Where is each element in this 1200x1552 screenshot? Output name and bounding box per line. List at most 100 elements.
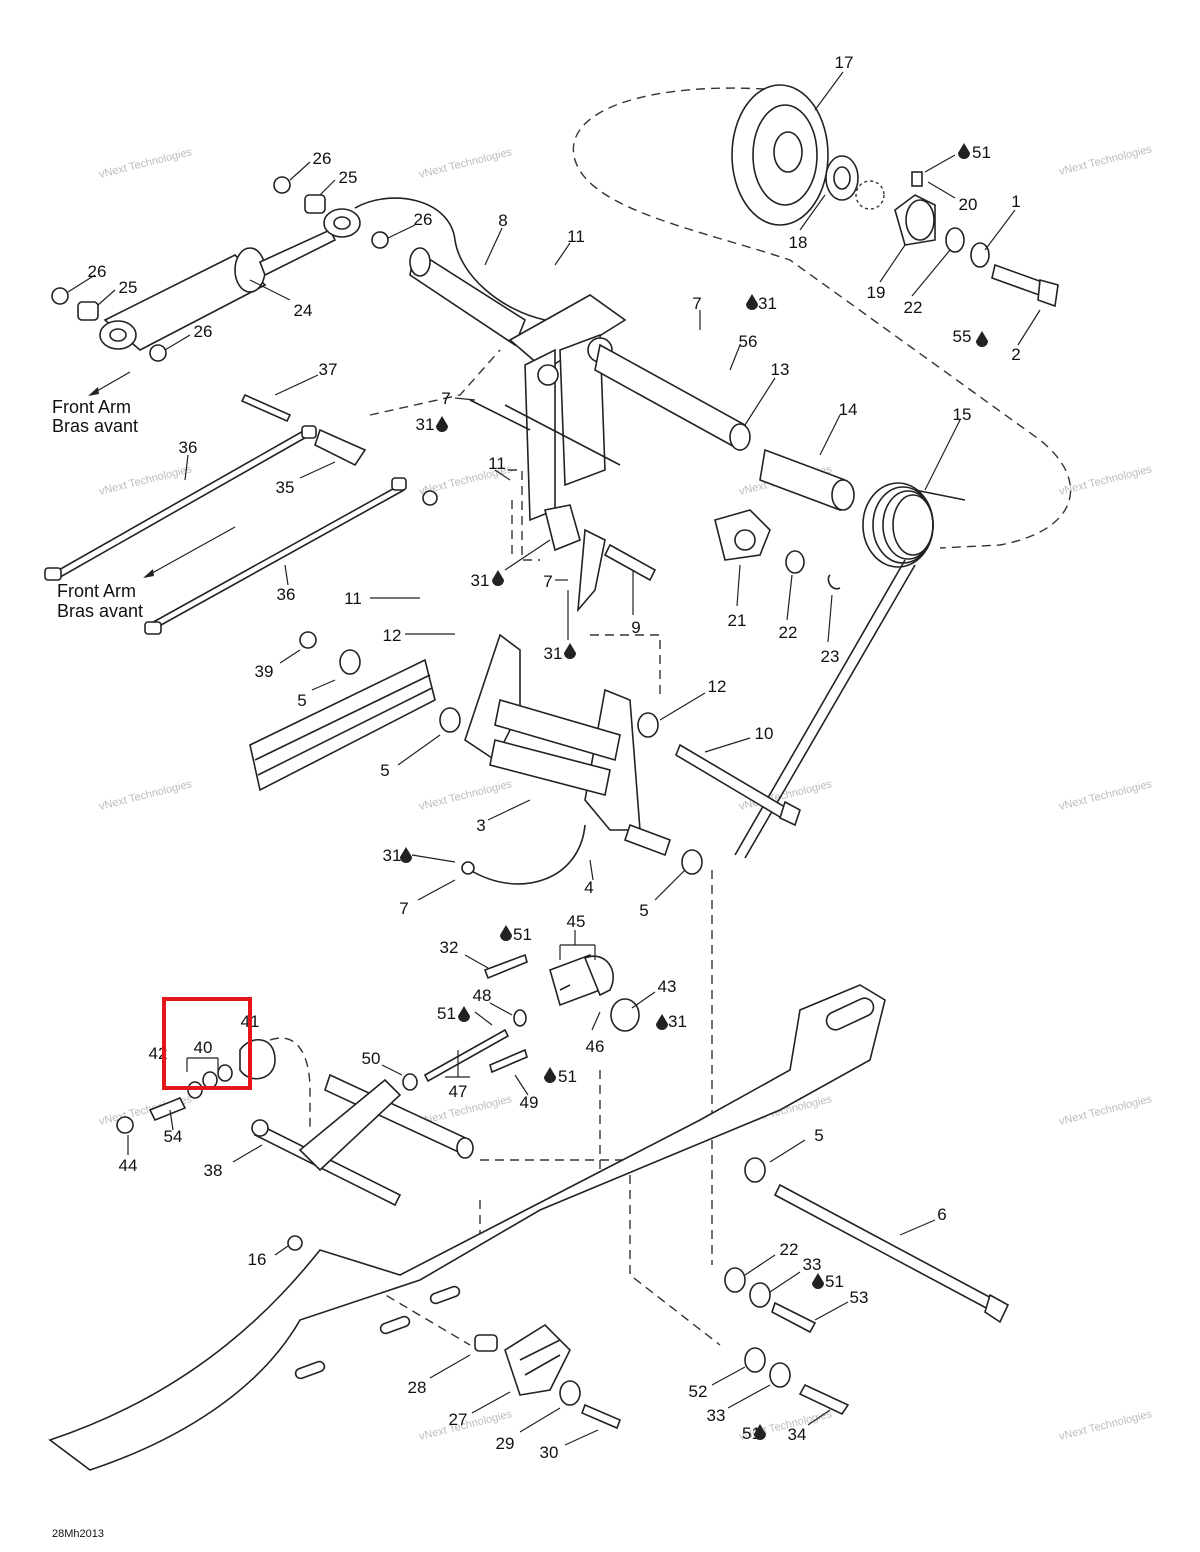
- front-arm-note-2: Front Arm Bras avant: [57, 526, 236, 621]
- shaft-8: [409, 247, 526, 347]
- bracket-27: [474, 1323, 622, 1430]
- part-label: 7: [543, 572, 552, 591]
- idler-wheel-17: [731, 84, 885, 226]
- drop-icon: [436, 416, 448, 432]
- part-label: 31: [383, 846, 402, 865]
- watermark: vNext Technologies: [1058, 463, 1154, 498]
- part-label: 5: [639, 901, 648, 920]
- part-label: 50: [362, 1049, 381, 1068]
- bolts-32-47-49: [402, 953, 528, 1091]
- part-label: 5: [297, 691, 306, 710]
- part-label: 39: [255, 662, 274, 681]
- drop-icons: [400, 143, 988, 1440]
- spacers-25-26: [51, 176, 389, 362]
- assembly-dashed-lines: [269, 87, 1072, 1346]
- part-label: 44: [119, 1156, 138, 1175]
- part-label: 5: [380, 761, 389, 780]
- watermark: vNext Technologies: [1058, 778, 1154, 813]
- part-label: 27: [449, 1410, 468, 1429]
- drop-icon: [458, 1006, 470, 1022]
- part-label: 13: [771, 360, 790, 379]
- part-label: 51: [437, 1004, 456, 1023]
- front-arm-note-1: Front Arm Bras avant: [52, 371, 138, 436]
- part-label: 52: [689, 1382, 708, 1401]
- side-rail: [48, 984, 886, 1471]
- part-label: 2: [1011, 345, 1020, 364]
- part-label: 40: [194, 1038, 213, 1057]
- note-line: Front Arm: [57, 581, 136, 601]
- bolt-10: [675, 743, 801, 827]
- part-label: 26: [414, 210, 433, 229]
- drop-icon: [958, 143, 970, 159]
- part-label: 45: [567, 912, 586, 931]
- part-label: 21: [728, 611, 747, 630]
- part-label: 12: [708, 677, 727, 696]
- links-36: [44, 393, 438, 635]
- drop-icon: [976, 331, 988, 347]
- part-label: 19: [867, 283, 886, 302]
- rear-arm-3: [439, 633, 703, 875]
- shock-absorber-24: [99, 197, 546, 351]
- part-label: 31: [471, 571, 490, 590]
- part-label: 54: [164, 1127, 183, 1146]
- part-label: 11: [344, 589, 362, 608]
- watermark: vNext Technologies: [98, 146, 194, 181]
- part-label: 55: [953, 327, 972, 346]
- part-label: 7: [692, 294, 701, 313]
- adjuster-21-23: [714, 509, 841, 590]
- part-label: 26: [313, 149, 332, 168]
- drop-icon: [544, 1067, 556, 1083]
- part-label: 25: [339, 168, 358, 187]
- watermark: vNext Technologies: [1058, 143, 1154, 178]
- drop-icon: [500, 925, 512, 941]
- watermark: vNext Technologies: [98, 463, 194, 498]
- part-label: 24: [294, 301, 313, 320]
- washers-22-1: [945, 227, 990, 268]
- watermark: vNext Technologies: [418, 778, 514, 813]
- mount-block-45: [549, 953, 640, 1032]
- part-labels: 17 51 20 1 18 19 22 2 55 26 25 26 8 11 2…: [88, 53, 1021, 1462]
- part-label: 7: [399, 899, 408, 918]
- part-label: 32: [440, 938, 459, 957]
- part-label: 51: [558, 1067, 577, 1086]
- part-label: 37: [319, 360, 338, 379]
- part-label: 31: [668, 1012, 687, 1031]
- part-label: 51: [513, 925, 532, 944]
- part-label: 46: [586, 1037, 605, 1056]
- part-label: 51: [972, 143, 991, 162]
- part-label: 34: [788, 1425, 807, 1444]
- part-label: 29: [496, 1434, 515, 1453]
- part-label: 18: [789, 233, 808, 252]
- part-label: 22: [904, 298, 923, 317]
- part-label: 11: [567, 227, 585, 246]
- washers-52-33-22: [724, 1267, 850, 1416]
- note-line: Front Arm: [52, 397, 131, 417]
- part-label: 26: [88, 262, 107, 281]
- drop-icon: [400, 847, 412, 863]
- watermark: vNext Technologies: [1058, 1093, 1154, 1128]
- part-label: 23: [821, 647, 840, 666]
- part-label: 36: [179, 438, 198, 457]
- leader-lines: [67, 71, 1041, 1446]
- part-label: 17: [835, 53, 854, 72]
- part-label: 22: [780, 1240, 799, 1259]
- part-label: 15: [953, 405, 972, 424]
- part-label: 36: [277, 585, 296, 604]
- part-label: 11: [488, 454, 506, 473]
- part-label: 30: [540, 1443, 559, 1462]
- part-label: 9: [631, 618, 640, 637]
- central-arm-frame: [469, 294, 751, 613]
- drop-icon: [754, 1424, 766, 1440]
- part-label: 43: [658, 977, 677, 996]
- part-label: 28: [408, 1378, 427, 1397]
- part-label: 5: [814, 1126, 823, 1145]
- bolt-6: [744, 1157, 1010, 1324]
- part-label: 31: [758, 294, 777, 313]
- part-label: 31: [544, 644, 563, 663]
- part-label: 33: [803, 1255, 822, 1274]
- part-label: 38: [204, 1161, 223, 1180]
- drop-icon: [492, 570, 504, 586]
- slider-rail: [249, 631, 436, 792]
- drop-icon: [564, 643, 576, 659]
